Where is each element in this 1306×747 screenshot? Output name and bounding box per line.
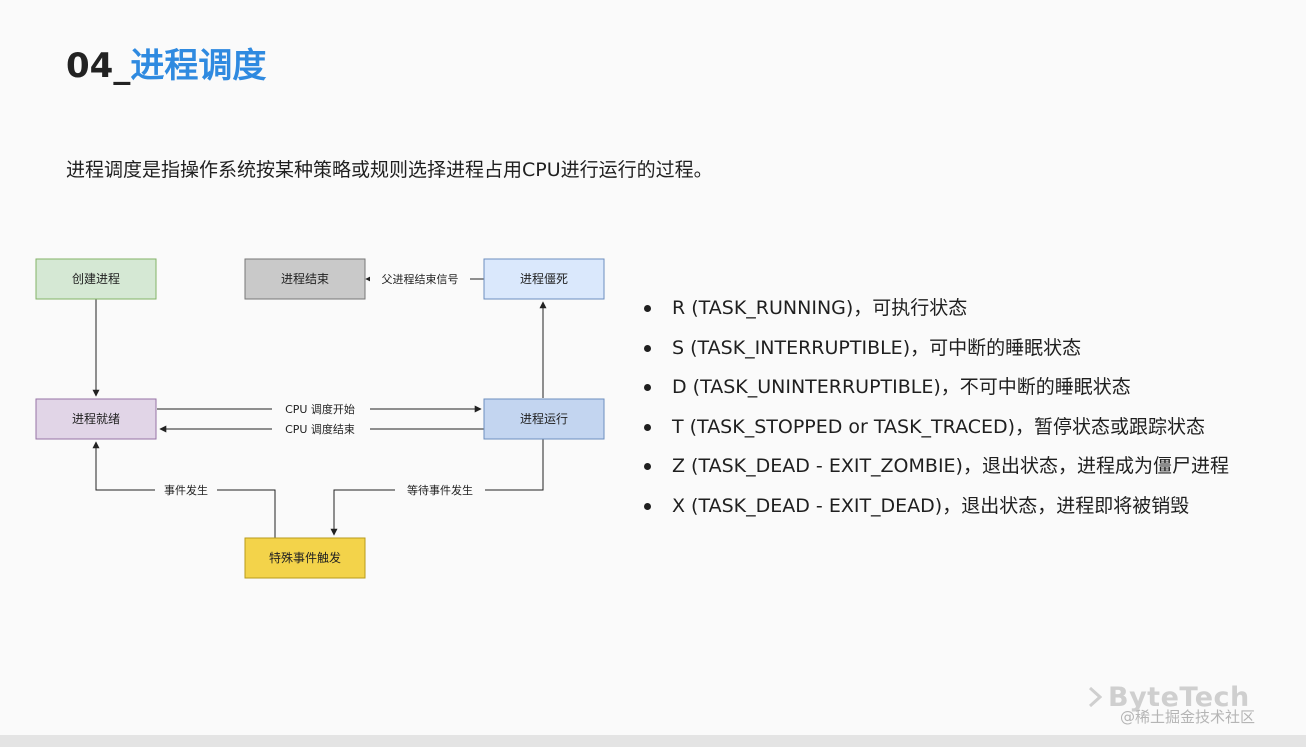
list-item: T (TASK_STOPPED or TASK_TRACED)，暂停状态或跟踪状… bbox=[640, 409, 1229, 449]
community-watermark: @稀土掘金技术社区 bbox=[1120, 708, 1256, 726]
node-zombie-rect bbox=[483, 258, 605, 300]
bullet-icon bbox=[644, 344, 651, 352]
node-ready-rect bbox=[35, 398, 157, 440]
state-text: Z (TASK_DEAD - EXIT_ZOMBIE)，退出状态，进程成为僵尸进… bbox=[672, 455, 1229, 478]
node-process-zombie: 进程僵死 bbox=[483, 258, 605, 300]
bullet-icon bbox=[644, 502, 651, 510]
process-state-diagram: 父进程结束信号 CPU 调度开始 CPU 调度结束 事件发生 等待事件发生 创建… bbox=[35, 258, 605, 579]
list-item: R (TASK_RUNNING)，可执行状态 bbox=[640, 290, 1229, 330]
bytetech-logo-icon bbox=[1088, 686, 1102, 708]
state-text: D (TASK_UNINTERRUPTIBLE)，不可中断的睡眠状态 bbox=[672, 376, 1131, 399]
node-event-rect bbox=[244, 537, 366, 579]
node-process-ready: 进程就绪 bbox=[35, 398, 157, 440]
node-process-running: 进程运行 bbox=[483, 398, 605, 440]
node-end-label: 进程结束 bbox=[281, 271, 329, 286]
label-parent-signal: 父进程结束信号 bbox=[382, 273, 459, 286]
state-text: R (TASK_RUNNING)，可执行状态 bbox=[672, 297, 968, 319]
label-event-occur: 事件发生 bbox=[164, 483, 208, 497]
label-wait-event: 等待事件发生 bbox=[407, 483, 473, 497]
node-ready-label: 进程就绪 bbox=[72, 411, 120, 426]
node-running-rect bbox=[483, 398, 605, 440]
list-item: S (TASK_INTERRUPTIBLE)，可中断的睡眠状态 bbox=[640, 330, 1229, 370]
node-event-label: 特殊事件触发 bbox=[269, 550, 341, 565]
page-title: 04_进程调度 bbox=[66, 44, 266, 88]
list-item: X (TASK_DEAD - EXIT_DEAD)，退出状态，进程即将被销毁 bbox=[640, 488, 1229, 528]
title-text: 进程调度 bbox=[130, 46, 267, 86]
bullet-icon bbox=[644, 463, 651, 471]
node-zombie-label: 进程僵死 bbox=[520, 271, 568, 286]
bottom-bar bbox=[0, 735, 1306, 747]
state-text: T (TASK_STOPPED or TASK_TRACED)，暂停状态或跟踪状… bbox=[672, 415, 1206, 438]
process-state-list: R (TASK_RUNNING)，可执行状态 S (TASK_INTERRUPT… bbox=[640, 290, 1229, 528]
state-text: S (TASK_INTERRUPTIBLE)，可中断的睡眠状态 bbox=[672, 336, 1082, 359]
subtitle: 进程调度是指操作系统按某种策略或规则选择进程占用CPU进行运行的过程。 bbox=[66, 159, 713, 181]
node-create-process: 创建进程 bbox=[35, 258, 157, 300]
label-cpu-start: CPU 调度开始 bbox=[285, 402, 355, 416]
node-create-rect bbox=[35, 258, 157, 300]
node-running-label: 进程运行 bbox=[520, 411, 568, 426]
node-end-rect bbox=[244, 258, 366, 300]
list-item: D (TASK_UNINTERRUPTIBLE)，不可中断的睡眠状态 bbox=[640, 369, 1229, 409]
title-number: 04_ bbox=[66, 46, 131, 86]
node-special-event: 特殊事件触发 bbox=[244, 537, 366, 579]
state-text: X (TASK_DEAD - EXIT_DEAD)，退出状态，进程即将被销毁 bbox=[672, 494, 1190, 517]
bullet-icon bbox=[644, 384, 651, 392]
label-cpu-end: CPU 调度结束 bbox=[285, 422, 355, 436]
node-process-end: 进程结束 bbox=[244, 258, 366, 300]
brand-watermark: ByteTech bbox=[1108, 682, 1250, 713]
bullet-icon bbox=[644, 305, 651, 312]
bullet-icon bbox=[644, 423, 651, 431]
node-create-label: 创建进程 bbox=[72, 271, 120, 286]
list-item: Z (TASK_DEAD - EXIT_ZOMBIE)，退出状态，进程成为僵尸进… bbox=[640, 448, 1229, 488]
